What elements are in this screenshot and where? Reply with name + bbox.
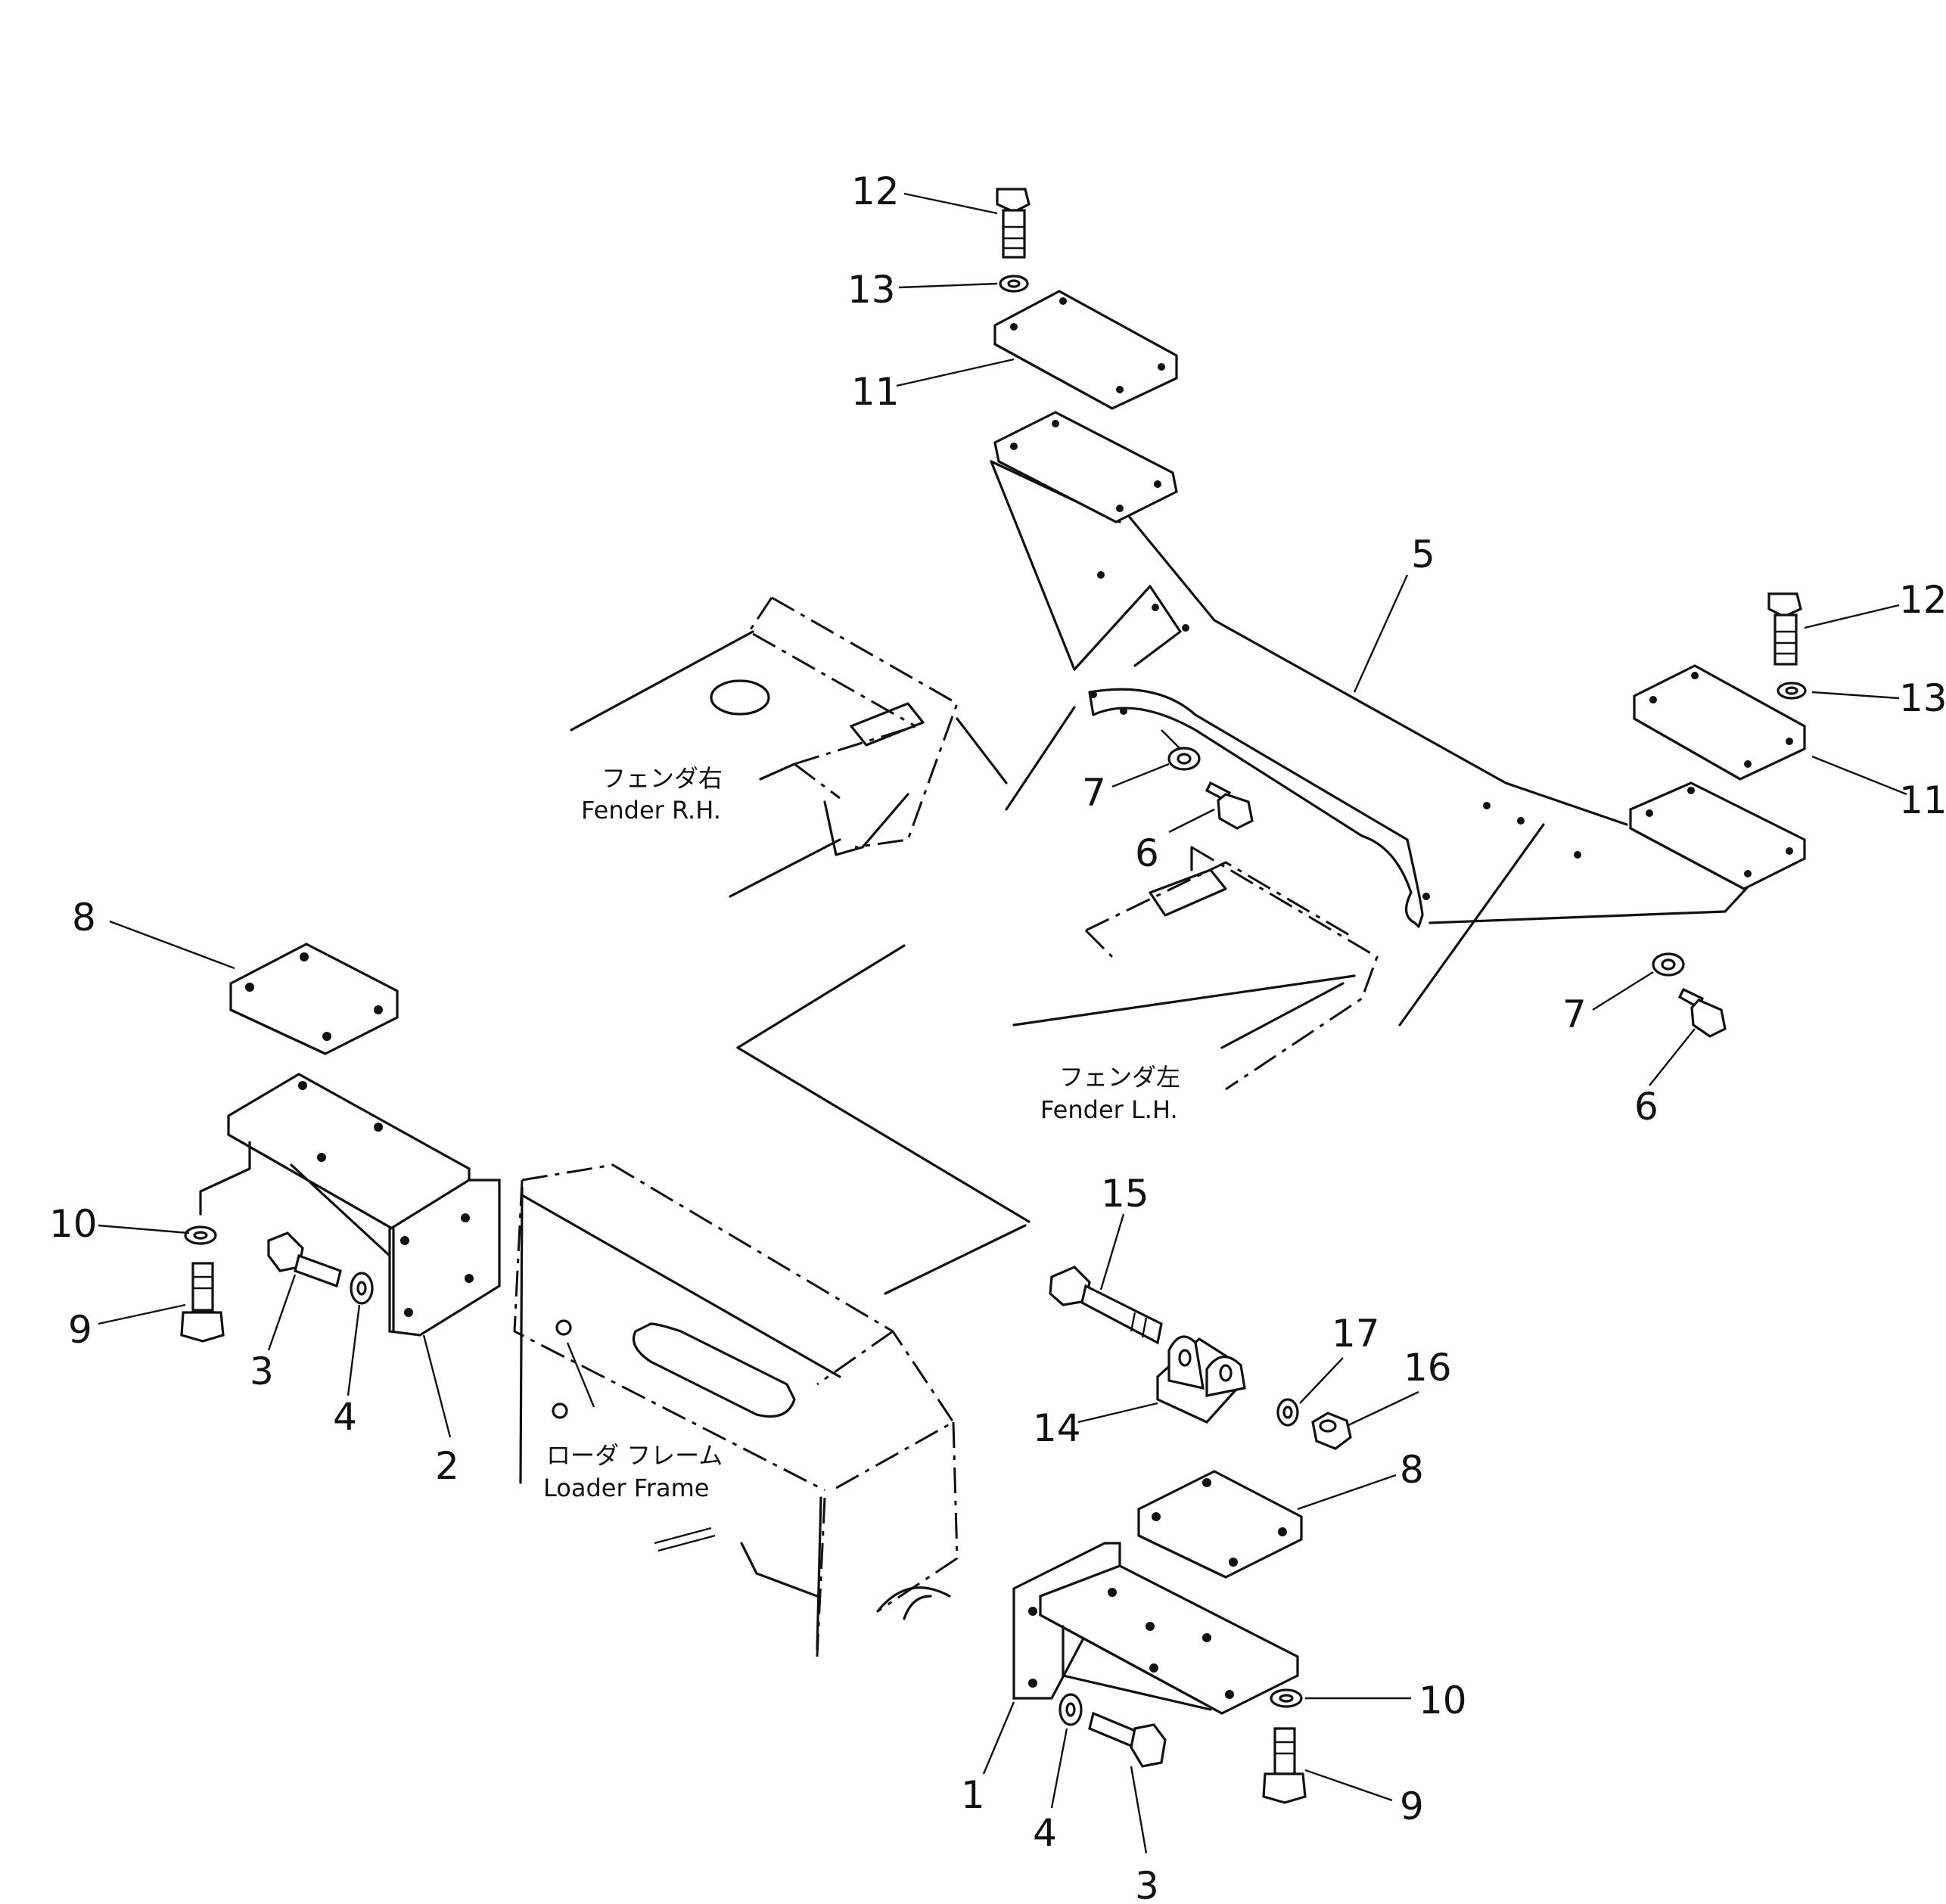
callout-7-b: 7: [1562, 992, 1587, 1036]
callout-2: 2: [435, 1444, 459, 1488]
washer-4-left: [350, 1272, 374, 1305]
washer-7-a: [1167, 747, 1201, 771]
callout-8-left: 8: [72, 896, 96, 940]
callout-12-top: 12: [851, 169, 900, 213]
callout-9-right: 9: [1400, 1784, 1424, 1828]
label-fender-rh-jp: フェンダ右: [602, 764, 723, 793]
callout-10-right: 10: [1419, 1679, 1467, 1722]
label-fender-rh-en: Fender R.H.: [581, 796, 721, 825]
washer-17: [1276, 1398, 1299, 1427]
bolt-6-b: [1677, 987, 1727, 1038]
callout-14: 14: [1033, 1406, 1081, 1450]
leader-lines: [98, 192, 1907, 1854]
plate-8-left: [229, 943, 399, 1055]
label-loader-frame-jp: ローダ フレーム: [546, 1441, 723, 1470]
bolt-12-right: [1767, 592, 1802, 666]
region-labels: フェンダ右 Fender R.H. フェンダ左 Fender L.H. ローダ …: [543, 764, 1180, 1502]
plate-8-right: [1137, 1470, 1303, 1579]
washer-7-b: [1652, 952, 1685, 977]
label-fender-lh-jp: フェンダ左: [1059, 1063, 1180, 1092]
bracket-2: [199, 1073, 501, 1337]
washer-10-right: [1270, 1688, 1303, 1708]
bolt-9-right: [1262, 1727, 1307, 1804]
fender-rh: [570, 596, 1008, 898]
callout-8-right: 8: [1400, 1448, 1424, 1492]
callout-4-left: 4: [333, 1395, 357, 1439]
callout-numbers: 12 13 11 5 12 13 11 7 6 7 6 8 10 9 3 4 2…: [49, 169, 1946, 1904]
callout-9-left: 9: [68, 1308, 92, 1352]
callout-16: 16: [1404, 1346, 1452, 1390]
callout-5: 5: [1411, 533, 1435, 576]
plate-11-top: [993, 290, 1178, 410]
bolt-9-left: [180, 1262, 225, 1343]
callout-15: 15: [1101, 1172, 1149, 1216]
callout-3-left: 3: [250, 1350, 274, 1393]
callout-6-b: 6: [1634, 1085, 1658, 1129]
callout-6-a: 6: [1135, 831, 1159, 875]
callout-3-right: 3: [1135, 1864, 1159, 1904]
callout-17: 17: [1332, 1312, 1380, 1356]
loader-frame: [513, 1163, 1027, 1657]
washer-10-left: [184, 1225, 217, 1245]
fender-lh: [1012, 846, 1379, 1091]
callout-11-right: 11: [1899, 778, 1946, 822]
callout-7-a: 7: [1082, 771, 1106, 815]
frame-5: [990, 411, 1806, 1027]
callout-4-right: 4: [1033, 1811, 1057, 1855]
bracket-1: [1012, 1542, 1299, 1715]
callout-12-right: 12: [1899, 578, 1946, 622]
callout-11-top: 11: [851, 370, 900, 414]
bracket-14: [1156, 1335, 1246, 1424]
washer-13-right: [1777, 682, 1807, 700]
bolt-6-a: [1205, 781, 1254, 830]
bolt-3-left: [267, 1232, 342, 1288]
label-loader-frame-en: Loader Frame: [543, 1474, 709, 1502]
callout-13-top: 13: [847, 268, 896, 312]
nut-16: [1311, 1412, 1352, 1450]
callout-1: 1: [961, 1773, 985, 1817]
washer-4-right: [1058, 1693, 1083, 1726]
washer-13-top: [999, 275, 1029, 293]
bolt-15: [1049, 1266, 1163, 1345]
bolt-12-top: [996, 188, 1031, 259]
callout-13-right: 13: [1899, 676, 1946, 720]
callout-10-left: 10: [49, 1202, 98, 1246]
bolt-3-right: [1088, 1711, 1167, 1768]
label-fender-lh-en: Fender L.H.: [1040, 1095, 1178, 1124]
plate-11-right: [1633, 664, 1806, 781]
